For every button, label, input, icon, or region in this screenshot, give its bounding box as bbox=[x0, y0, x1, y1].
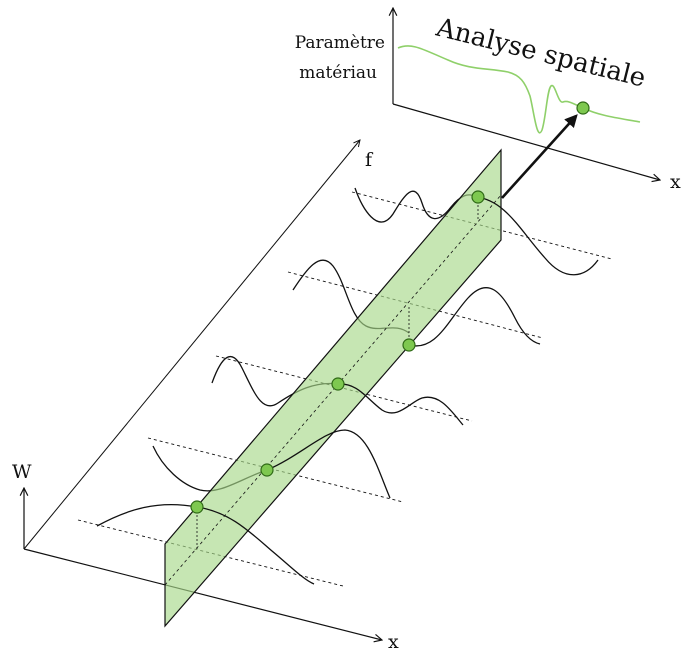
slice-waves-front bbox=[196, 196, 599, 585]
baseline-2 bbox=[147, 437, 404, 503]
wave-2-front bbox=[266, 429, 391, 499]
axis-label-f: f bbox=[365, 149, 374, 171]
inset-x-axis bbox=[392, 103, 660, 180]
wave-5-front bbox=[475, 196, 599, 276]
baseline-4 bbox=[287, 271, 544, 339]
inset-title: Analyse spatiale bbox=[432, 12, 648, 93]
axis-label-x-bottom: x bbox=[388, 631, 399, 653]
sample-point-3 bbox=[331, 377, 345, 391]
sample-point-5 bbox=[471, 190, 485, 204]
axis-label-w: W bbox=[12, 461, 32, 483]
plane-centerline bbox=[164, 194, 502, 586]
inset-material-curve bbox=[397, 45, 641, 134]
wave-1-back bbox=[96, 504, 198, 527]
inset-ylabel-line1: Paramètre bbox=[295, 33, 385, 53]
inset-axis-label-x: x bbox=[670, 171, 681, 193]
analysis-arrow bbox=[501, 114, 578, 199]
sample-point-1 bbox=[190, 500, 204, 514]
wave-1-front bbox=[196, 506, 315, 585]
sample-points bbox=[190, 190, 485, 514]
wave-3-front bbox=[337, 383, 464, 426]
f-axis bbox=[23, 140, 360, 550]
x-axis-bottom bbox=[23, 548, 382, 640]
inset-point bbox=[576, 101, 590, 115]
wave-4-front bbox=[408, 286, 541, 347]
sample-point-4 bbox=[402, 338, 416, 352]
sample-point-2 bbox=[260, 463, 274, 477]
inset-ylabel-line2: matériau bbox=[299, 63, 377, 83]
main-axes: W f x bbox=[12, 140, 399, 653]
